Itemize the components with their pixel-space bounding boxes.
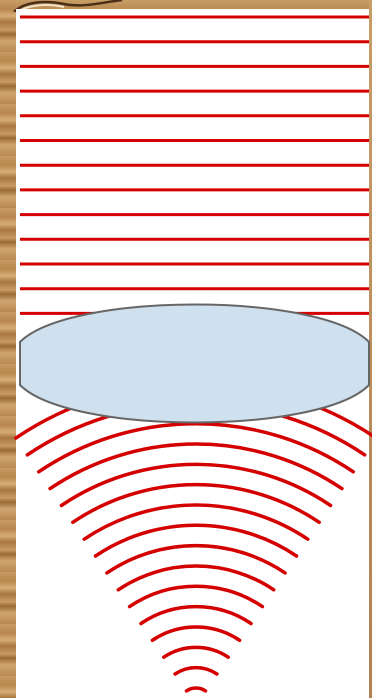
outgoing-wavefront <box>152 627 239 640</box>
convex-lens <box>20 305 369 423</box>
outgoing-converging-wavefronts <box>16 383 372 691</box>
outgoing-wavefront <box>164 647 228 657</box>
outgoing-wavefront <box>50 444 342 489</box>
outgoing-wavefront <box>130 586 263 606</box>
outgoing-wavefront <box>107 546 285 573</box>
outgoing-wavefront <box>84 505 308 539</box>
outgoing-wavefront <box>96 525 297 556</box>
outgoing-wavefront <box>141 607 251 624</box>
incoming-plane-wavefronts <box>20 17 369 313</box>
outgoing-wavefront <box>175 668 217 674</box>
outgoing-wavefront <box>187 688 206 691</box>
